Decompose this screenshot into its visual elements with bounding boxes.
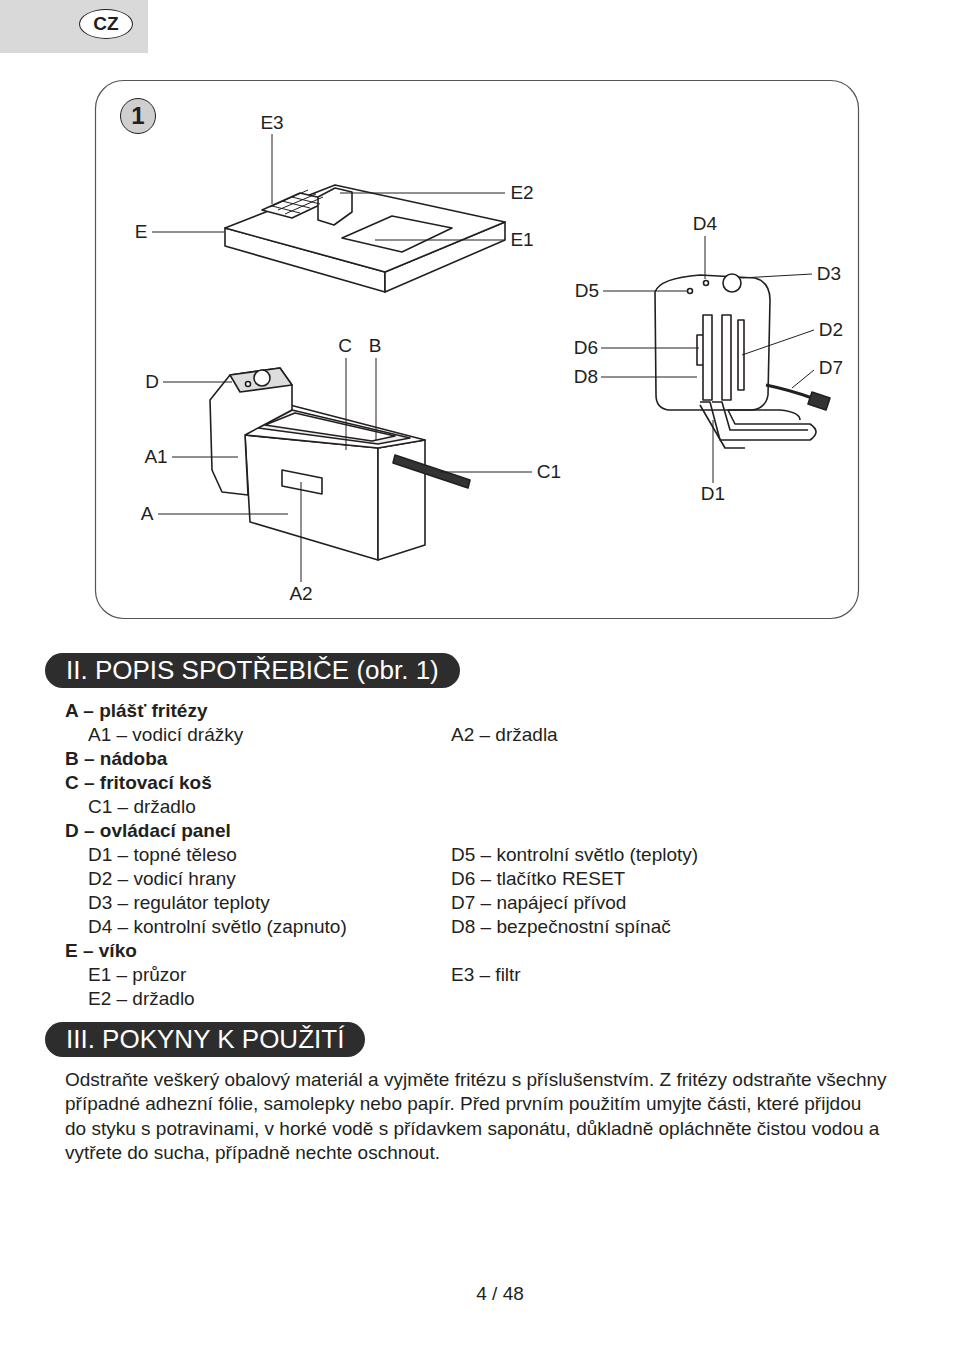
node-text: II. POPIS SPOTŘEBIČE (obr. 1) bbox=[66, 655, 439, 686]
part-list-item: E3 – filtr bbox=[451, 964, 521, 986]
part-list-item: E – víko bbox=[65, 940, 137, 962]
callout-label: E3 bbox=[260, 112, 283, 134]
part-list-item: D8 – bezpečnostní spínač bbox=[451, 916, 671, 938]
callout-label: E bbox=[135, 221, 148, 243]
callout-label: D1 bbox=[701, 483, 725, 505]
figure-frame bbox=[96, 81, 859, 619]
node-text: III. POKYNY K POUŽITÍ bbox=[66, 1024, 344, 1055]
part-list-item: D5 – kontrolní světlo (teploty) bbox=[451, 844, 698, 866]
part-list-item: A1 – vodicí drážky bbox=[88, 724, 243, 746]
section-heading: II. POPIS SPOTŘEBIČE (obr. 1) bbox=[45, 653, 460, 688]
part-list-item: E2 – držadlo bbox=[88, 988, 195, 1010]
part-list-item: D7 – napájecí přívod bbox=[451, 892, 626, 914]
part-list-item: A – plášť fritézy bbox=[65, 700, 208, 722]
part-list-item: E1 – průzor bbox=[88, 964, 186, 986]
figure-number: 1 bbox=[120, 98, 156, 134]
callout-label: D6 bbox=[574, 337, 598, 359]
callout-label: E1 bbox=[510, 229, 533, 251]
part-list-item: C – fritovací koš bbox=[65, 772, 212, 794]
callout-label: A2 bbox=[289, 583, 312, 605]
filter-grid bbox=[270, 190, 323, 214]
node-text: 1 bbox=[131, 102, 144, 130]
part-list-item: D1 – topné těleso bbox=[88, 844, 237, 866]
part-list-item: A2 – držadla bbox=[451, 724, 558, 746]
section-heading: III. POKYNY K POUŽITÍ bbox=[45, 1022, 365, 1057]
part-list-item: D4 – kontrolní světlo (zapnuto) bbox=[88, 916, 347, 938]
control-unit bbox=[655, 274, 830, 448]
callout-label: D4 bbox=[693, 213, 717, 235]
lid bbox=[225, 185, 505, 292]
callout-label: D2 bbox=[819, 319, 843, 341]
callout-label: A bbox=[141, 503, 154, 525]
callout-label: C1 bbox=[537, 461, 561, 483]
part-list-item: D3 – regulátor teploty bbox=[88, 892, 270, 914]
callout-label: E2 bbox=[510, 182, 533, 204]
callout-label: D8 bbox=[574, 366, 598, 388]
language-band bbox=[0, 0, 148, 53]
callout-label: B bbox=[369, 335, 382, 357]
node-text: CZ bbox=[93, 13, 118, 35]
fryer bbox=[210, 368, 470, 560]
part-list-item: D – ovládací panel bbox=[65, 820, 231, 842]
page-number: 4 / 48 bbox=[476, 1283, 524, 1305]
callout-label: D7 bbox=[819, 357, 843, 379]
part-list-item: D2 – vodicí hrany bbox=[88, 868, 236, 890]
callout-label: D3 bbox=[817, 263, 841, 285]
language-badge: CZ bbox=[79, 9, 133, 39]
leader-lines bbox=[152, 134, 814, 582]
part-list-item: D6 – tlačítko RESET bbox=[451, 868, 625, 890]
part-list-item: B – nádoba bbox=[65, 748, 167, 770]
callout-label: D bbox=[145, 371, 159, 393]
callout-label: C bbox=[338, 335, 352, 357]
callout-label: D5 bbox=[575, 280, 599, 302]
part-list-item: C1 – držadlo bbox=[88, 796, 196, 818]
body-paragraph: Odstraňte veškerý obalový materiál a vyj… bbox=[65, 1068, 887, 1166]
callout-label: A1 bbox=[144, 446, 167, 468]
